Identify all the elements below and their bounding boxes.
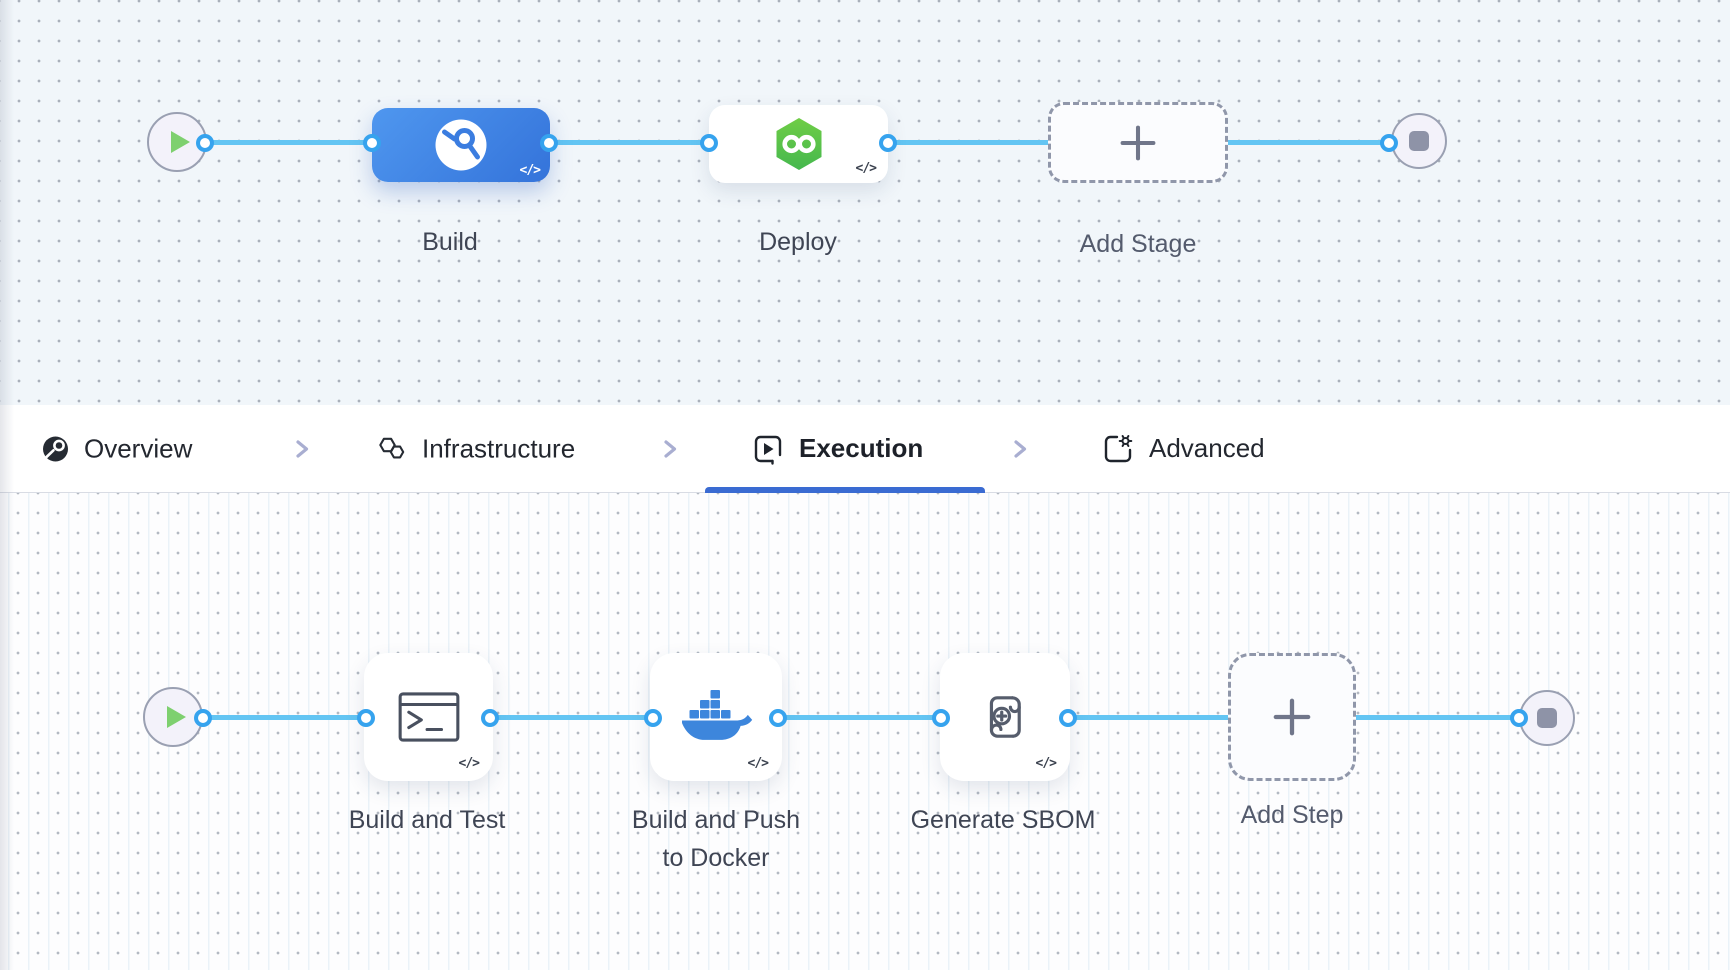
active-tab-underline (705, 487, 985, 493)
code-badge: </> (747, 756, 770, 771)
code-badge: </> (1035, 756, 1058, 771)
step-node-build-and-test[interactable]: </> (364, 653, 493, 781)
stop-icon (1409, 131, 1429, 151)
connector-port[interactable] (481, 709, 499, 727)
harness-ci-icon (435, 119, 487, 171)
stage-label-add-stage: Add Stage (1079, 230, 1197, 258)
tab-infrastructure[interactable]: Infrastructure (377, 433, 575, 464)
play-icon (167, 706, 186, 728)
connector-port[interactable] (932, 709, 950, 727)
tab-execution[interactable]: Execution (752, 433, 923, 465)
edge-connector (778, 715, 941, 720)
tab-label: Infrastructure (422, 433, 576, 463)
execution-graph-canvas[interactable]: </> </> (0, 493, 1730, 970)
docker-icon (682, 690, 753, 740)
step-start-node (143, 687, 203, 747)
edge-connector (203, 715, 366, 720)
advanced-icon (1104, 434, 1133, 462)
step-label-build-and-push-line2: to Docker (662, 844, 770, 872)
connector-port[interactable] (1380, 134, 1398, 152)
connector-port[interactable] (1059, 709, 1077, 727)
terminal-icon (398, 692, 459, 742)
stage-node-build[interactable]: </> (372, 108, 550, 182)
connector-port[interactable] (540, 134, 558, 152)
stage-node-deploy[interactable]: </> (709, 105, 888, 183)
add-stage-button[interactable] (1048, 102, 1228, 183)
stage-graph-canvas[interactable]: </> </> (0, 0, 1730, 405)
tab-advanced[interactable]: Advanced (1102, 433, 1265, 465)
edge-connector (490, 715, 653, 720)
connector-port[interactable] (363, 134, 381, 152)
plus-icon (1120, 125, 1156, 160)
connector-port[interactable] (644, 709, 662, 727)
connector-port[interactable] (194, 709, 212, 727)
step-label-generate-sbom: Generate SBOM (910, 806, 1096, 834)
edge-connector (205, 140, 372, 145)
chevron-right-icon (1014, 439, 1027, 458)
connector-port[interactable] (1510, 709, 1528, 727)
step-label-add-step: Add Step (1240, 801, 1344, 829)
tab-overview[interactable]: Overview (42, 433, 192, 464)
stage-config-tab-bar: Overview Infrastructure Execution (0, 405, 1730, 493)
chevron-right-icon (664, 439, 677, 458)
sbom-scroll-icon (989, 696, 1021, 738)
stage-start-node (147, 112, 207, 172)
connector-port[interactable] (196, 134, 214, 152)
tab-label: Execution (799, 433, 924, 463)
harness-cd-icon (776, 118, 821, 170)
tab-label: Overview (84, 433, 193, 463)
code-badge: </> (855, 161, 878, 176)
connector-port[interactable] (700, 134, 718, 152)
step-end-node (1519, 690, 1575, 746)
play-icon (171, 131, 190, 153)
stage-label-build: Build (422, 228, 478, 256)
step-label-build-and-push-line1: Build and Push (631, 806, 801, 834)
code-badge: </> (458, 756, 481, 771)
tab-label: Advanced (1149, 433, 1265, 463)
add-step-button[interactable] (1228, 653, 1356, 781)
connector-port[interactable] (879, 134, 897, 152)
step-node-build-and-push-to-docker[interactable]: </> (650, 653, 782, 781)
infrastructure-icon (379, 437, 405, 459)
overview-icon (43, 436, 68, 461)
connector-port[interactable] (357, 709, 375, 727)
execution-icon (754, 435, 782, 465)
stage-label-deploy: Deploy (759, 228, 837, 256)
connector-port[interactable] (769, 709, 787, 727)
step-label-build-and-test: Build and Test (348, 806, 506, 834)
code-badge: </> (519, 163, 542, 178)
chevron-right-icon (296, 439, 309, 458)
step-node-generate-sbom[interactable]: </> (940, 653, 1070, 781)
stop-icon (1537, 708, 1557, 728)
edge-connector (549, 140, 709, 145)
plus-icon (1273, 698, 1311, 736)
stage-end-node (1391, 113, 1447, 169)
